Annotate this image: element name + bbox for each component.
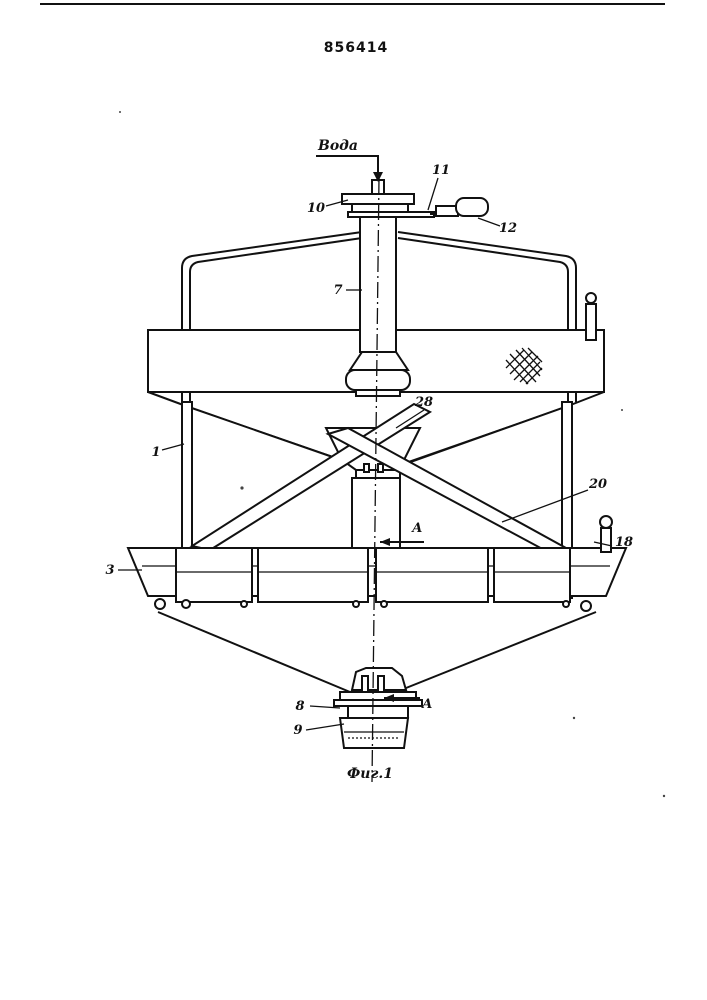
callout-7: 7 — [333, 283, 342, 298]
section-label-upper: А — [411, 521, 423, 536]
valve-upper — [586, 293, 596, 340]
callout-3: 3 — [105, 563, 114, 578]
lower-shaft — [352, 478, 400, 550]
callout-1: 1 — [151, 445, 160, 460]
lower-cone-left — [158, 612, 350, 692]
top-drive — [342, 180, 488, 217]
callout-20: 20 — [588, 477, 607, 492]
callout-8: 8 — [295, 699, 304, 714]
water-inlet-label: Вода — [317, 138, 358, 154]
callout-18: 18 — [615, 535, 633, 550]
figure-caption: Фиг.1 — [347, 766, 393, 782]
water-inlet — [316, 156, 383, 182]
lower-cone-right — [396, 612, 596, 692]
patent-number: 856414 — [324, 40, 388, 56]
callout-9: 9 — [293, 723, 302, 738]
callout-10: 10 — [307, 201, 325, 216]
motor-12 — [456, 198, 488, 216]
callout-11: 11 — [432, 163, 450, 178]
valve-18 — [600, 516, 612, 552]
callout-28: 28 — [414, 395, 433, 410]
callout-12: 12 — [499, 221, 517, 236]
outlet-assembly — [334, 668, 422, 718]
section-label-lower: А — [421, 697, 433, 712]
container-9 — [340, 718, 408, 748]
